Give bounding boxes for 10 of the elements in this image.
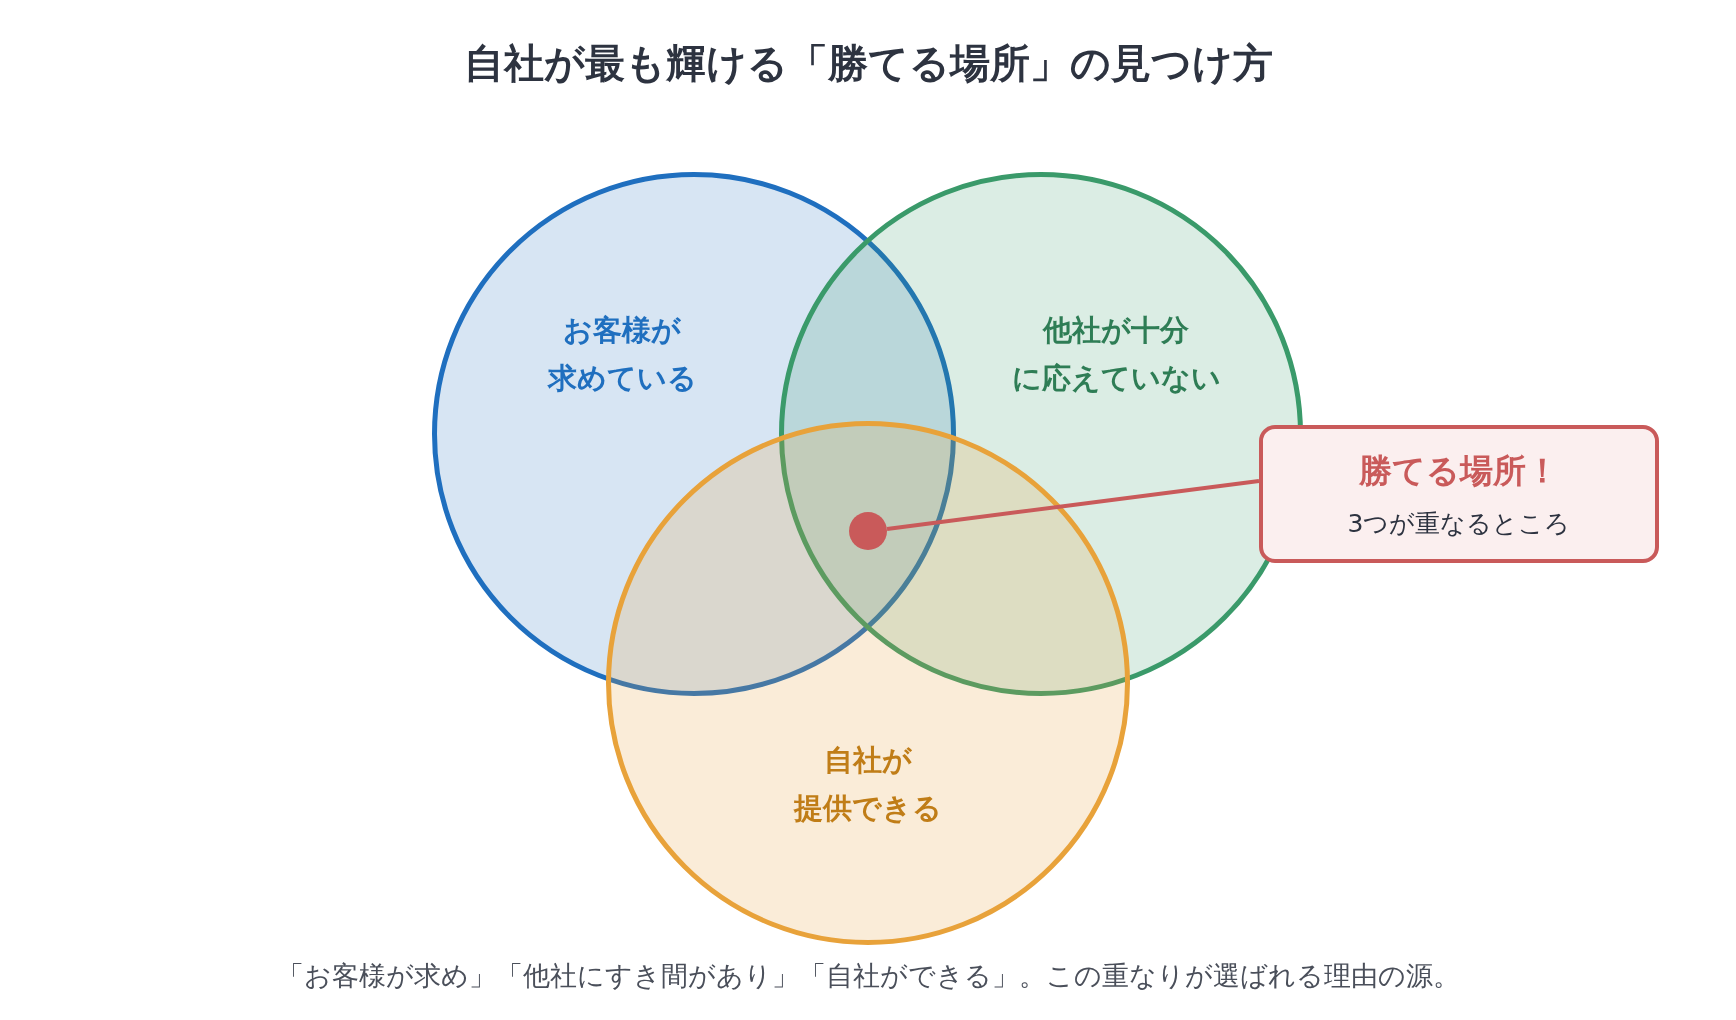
circle-label: 自社が提供できる bbox=[794, 742, 942, 827]
circle-label: 他社が十分に応えていない bbox=[1011, 312, 1221, 397]
leader-line bbox=[886, 479, 1260, 531]
callout-heading: 勝てる場所！ bbox=[1359, 450, 1559, 492]
callout-text: 3つが重なるところ bbox=[1347, 508, 1571, 540]
dot bbox=[849, 512, 887, 550]
callout-box bbox=[1259, 425, 1659, 563]
caption: 「お客様が求め」「他社にすき間があり」「自社ができる」。この重なりが選ばれる理由の源。 bbox=[275, 959, 1461, 993]
circle-label: お客様が求めている bbox=[547, 312, 697, 397]
title: 自社が最も輝ける「勝てる場所」の見つけ方 bbox=[462, 39, 1274, 88]
